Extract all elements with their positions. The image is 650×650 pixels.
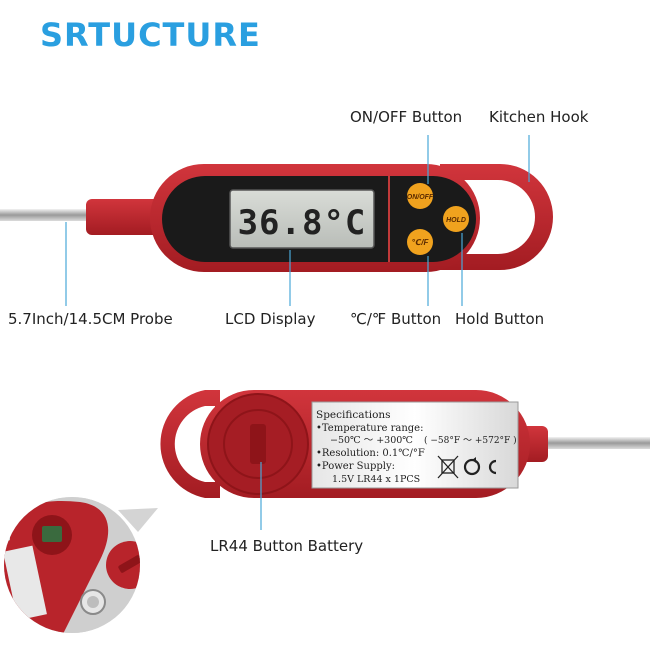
lcd-screen: [229, 189, 375, 249]
inset-callout-tail: [118, 508, 158, 532]
label-lcd-display: LCD Display: [225, 310, 316, 328]
spec-temp-c: −50℃ ～ +300℃: [330, 435, 413, 446]
probe-collar: [86, 199, 160, 235]
back-probe: [540, 437, 650, 449]
ce-mark-icon: [488, 459, 497, 475]
unit-button[interactable]: [407, 229, 433, 255]
hold-button[interactable]: [443, 206, 469, 232]
unit-button-label: ℃/F: [412, 238, 430, 247]
page-title: SRTUCTURE: [40, 16, 261, 54]
spec-temp-f: ( −58°F ～ +572°F ): [424, 435, 517, 446]
front-thermometer: 36.8°C ON/OFF HOLD ℃/F: [0, 164, 553, 272]
hold-button-label: HOLD: [446, 217, 466, 224]
back-thermometer: Specifications •Temperature range: −50℃ …: [160, 390, 650, 498]
label-hold-button: Hold Button: [455, 310, 545, 328]
kitchen-hook: [440, 164, 553, 270]
on-off-button-label: ON/OFF: [407, 194, 434, 201]
probe: [0, 209, 100, 221]
spec-heading: Specifications: [316, 409, 391, 421]
spec-resolution: •Resolution: 0.1℃/°F: [316, 448, 425, 459]
battery-inset: [4, 497, 158, 633]
spec-temp-label: •Temperature range:: [316, 423, 423, 434]
lcd-reading: 36.8°C: [238, 203, 367, 243]
battery-cover-slot: [250, 424, 266, 464]
recycle-icon: [463, 457, 481, 476]
spec-plate: [311, 401, 519, 489]
on-off-button[interactable]: [407, 183, 433, 209]
weee-icon: [437, 455, 459, 479]
label-unit-button: ℃/℉ Button: [350, 310, 442, 328]
label-probe: 5.7Inch/14.5CM Probe: [8, 310, 173, 328]
label-kitchen-hook: Kitchen Hook: [489, 108, 589, 126]
spec-power-value: 1.5V LR44 x 1PCS: [332, 474, 420, 485]
front-leader-lines: [65, 135, 530, 306]
label-battery: LR44 Button Battery: [210, 537, 364, 555]
spec-power-label: •Power Supply:: [316, 461, 395, 472]
label-on-off-button: ON/OFF Button: [350, 108, 463, 126]
back-hook: [160, 390, 220, 498]
